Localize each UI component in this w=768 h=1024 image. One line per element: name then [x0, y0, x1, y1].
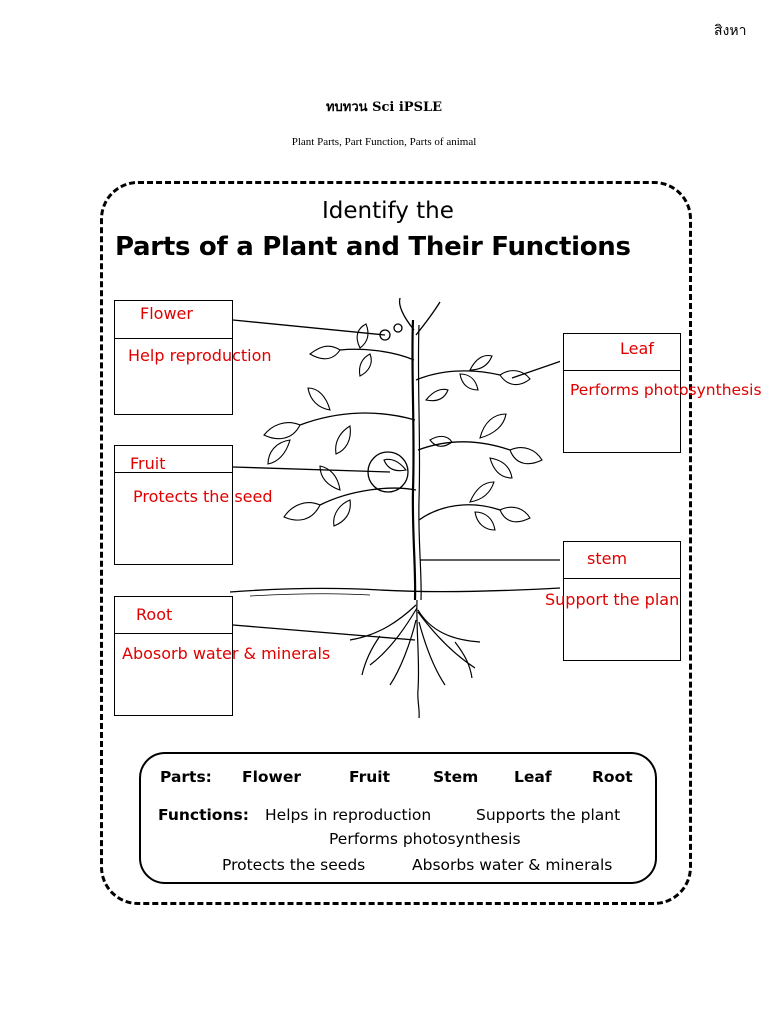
worksheet-title-line1: Identify the [322, 198, 454, 224]
leader-line-root [232, 624, 416, 641]
word-bank-function: Supports the plant [476, 806, 621, 824]
answer-fruit-function: Protects the seed [133, 487, 273, 506]
label-box-leaf[interactable] [563, 333, 681, 453]
document-title: ทบทวน Sci iPSLE [325, 100, 443, 115]
label-box-header [564, 542, 680, 579]
answer-flower-function: Help reproduction [128, 346, 272, 365]
label-box-header [115, 597, 232, 634]
word-bank-part: Stem [433, 768, 479, 786]
answer-stem-part: stem [587, 549, 628, 568]
word-bank-part: Fruit [349, 768, 390, 786]
word-bank-part: Root [592, 768, 633, 786]
answer-flower-part: Flower [140, 304, 193, 323]
word-bank-box [139, 752, 657, 884]
word-bank-part: Leaf [514, 768, 552, 786]
label-box-flower[interactable] [114, 300, 233, 415]
parts-label: Parts: [160, 768, 212, 786]
label-box-fruit[interactable] [114, 445, 233, 565]
answer-fruit-part: Fruit [130, 454, 166, 473]
label-box-header [115, 301, 232, 339]
plant-illustration [230, 297, 560, 719]
answer-root-part: Root [136, 605, 173, 624]
word-bank-function: Absorbs water & minerals [412, 856, 613, 874]
label-box-root[interactable] [114, 596, 233, 716]
word-bank-function: Performs photosynthesis [329, 830, 521, 848]
answer-root-function: Abosorb water & minerals [122, 644, 331, 663]
word-bank-function: Helps in reproduction [265, 806, 432, 824]
answer-stem-function: Support the plan [545, 590, 680, 609]
label-box-header [115, 446, 232, 473]
author-name: สิงหา [714, 23, 747, 39]
label-box-header [564, 334, 680, 371]
worksheet-frame [100, 181, 692, 905]
label-box-stem[interactable] [563, 541, 681, 661]
answer-leaf-function: Performs photosynthesis [570, 381, 762, 399]
word-bank-part: Flower [242, 768, 302, 786]
leader-line-leaf [511, 360, 560, 379]
functions-label: Functions: [158, 806, 249, 824]
answer-leaf-part: Leaf [620, 339, 654, 358]
worksheet-title-line2: Parts of a Plant and Their Functions [115, 232, 631, 262]
leader-line-fruit [232, 466, 391, 473]
leader-line-flower [232, 319, 386, 336]
word-bank-function: Protects the seeds [222, 856, 366, 874]
document-subtitle: Plant Parts, Part Function, Parts of ani… [291, 136, 477, 148]
ground-line [230, 587, 560, 593]
